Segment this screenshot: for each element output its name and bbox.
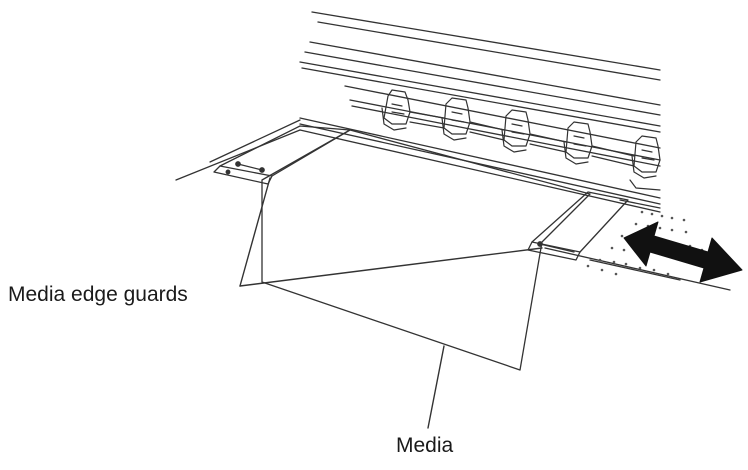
edge-guards-label: Media edge guards — [8, 283, 188, 306]
left-edge-guard — [209, 119, 351, 185]
printer-rails — [299, 11, 661, 167]
media-sheet — [261, 129, 591, 371]
platen — [175, 117, 731, 291]
media-label: Media — [396, 434, 454, 457]
leader-lines — [239, 177, 543, 429]
right-edge-guard — [527, 191, 629, 261]
movement-arrow-icon — [623, 221, 743, 283]
pinch-rollers — [381, 89, 661, 191]
